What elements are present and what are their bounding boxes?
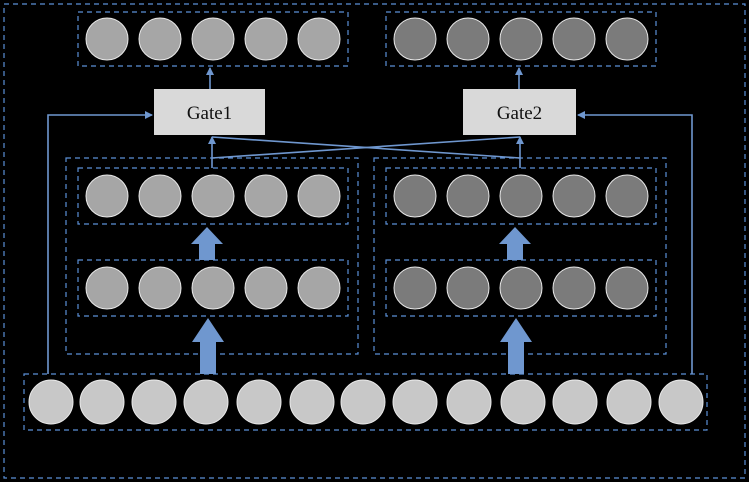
expert2-to-gate1	[211, 136, 521, 159]
block-arrow-right-lower	[500, 318, 532, 374]
hidden-node	[393, 266, 437, 310]
block-arrow-left-lower	[192, 318, 224, 374]
output-layer-box-left	[77, 11, 349, 67]
hidden-node	[138, 174, 182, 218]
skip-connection-to-gate2	[577, 111, 693, 374]
hidden-node	[393, 174, 437, 218]
output-node	[605, 17, 649, 61]
input-layer	[28, 379, 704, 425]
input-node	[606, 379, 652, 425]
output-node	[499, 17, 543, 61]
output-node	[297, 17, 341, 61]
input-node	[183, 379, 229, 425]
gate2-label: Gate2	[497, 103, 542, 124]
hidden-node	[85, 174, 129, 218]
input-node	[552, 379, 598, 425]
output-layer-right	[393, 17, 649, 61]
hidden-node	[297, 266, 341, 310]
gate1-box	[154, 89, 265, 135]
input-node	[289, 379, 335, 425]
gate1: Gate1	[154, 89, 265, 135]
hidden-node	[605, 174, 649, 218]
output-node	[552, 17, 596, 61]
hidden-node	[552, 174, 596, 218]
hidden-node	[191, 266, 235, 310]
block-arrow-left-mid	[191, 227, 223, 260]
gate2-box	[463, 89, 576, 135]
output-layer-left	[85, 17, 341, 61]
input-node	[446, 379, 492, 425]
outer-frame	[3, 3, 746, 479]
hidden-node	[446, 174, 490, 218]
hidden-node	[499, 174, 543, 218]
gate2: Gate2	[463, 89, 576, 135]
output-node	[393, 17, 437, 61]
block-arrow-right-mid	[499, 227, 531, 260]
tower-left-upper-layer	[85, 174, 341, 218]
output-node	[138, 17, 182, 61]
hidden-node	[297, 174, 341, 218]
input-layer-box	[23, 373, 708, 431]
output-layer-box-right	[385, 11, 657, 67]
hidden-node	[138, 266, 182, 310]
input-node	[28, 379, 74, 425]
skip-connection-to-gate1	[47, 111, 153, 374]
hidden-node	[605, 266, 649, 310]
tower-right-lower-layer	[393, 266, 649, 310]
hidden-node	[244, 266, 288, 310]
input-node	[658, 379, 704, 425]
tower-left-lower-layer	[85, 266, 341, 310]
gate1-label: Gate1	[187, 103, 232, 124]
hidden-node	[191, 174, 235, 218]
tower-right-upper-layer-box	[385, 167, 657, 225]
input-node	[131, 379, 177, 425]
input-node	[79, 379, 125, 425]
hidden-node	[446, 266, 490, 310]
hidden-node	[244, 174, 288, 218]
output-node	[191, 17, 235, 61]
output-node	[85, 17, 129, 61]
output-node	[244, 17, 288, 61]
input-node	[340, 379, 386, 425]
output-node	[446, 17, 490, 61]
input-node	[500, 379, 546, 425]
tower-right-upper-layer	[393, 174, 649, 218]
hidden-node	[499, 266, 543, 310]
hidden-node	[552, 266, 596, 310]
tower-left-upper-layer-box	[77, 167, 349, 225]
hidden-node	[85, 266, 129, 310]
input-node	[392, 379, 438, 425]
input-node	[236, 379, 282, 425]
